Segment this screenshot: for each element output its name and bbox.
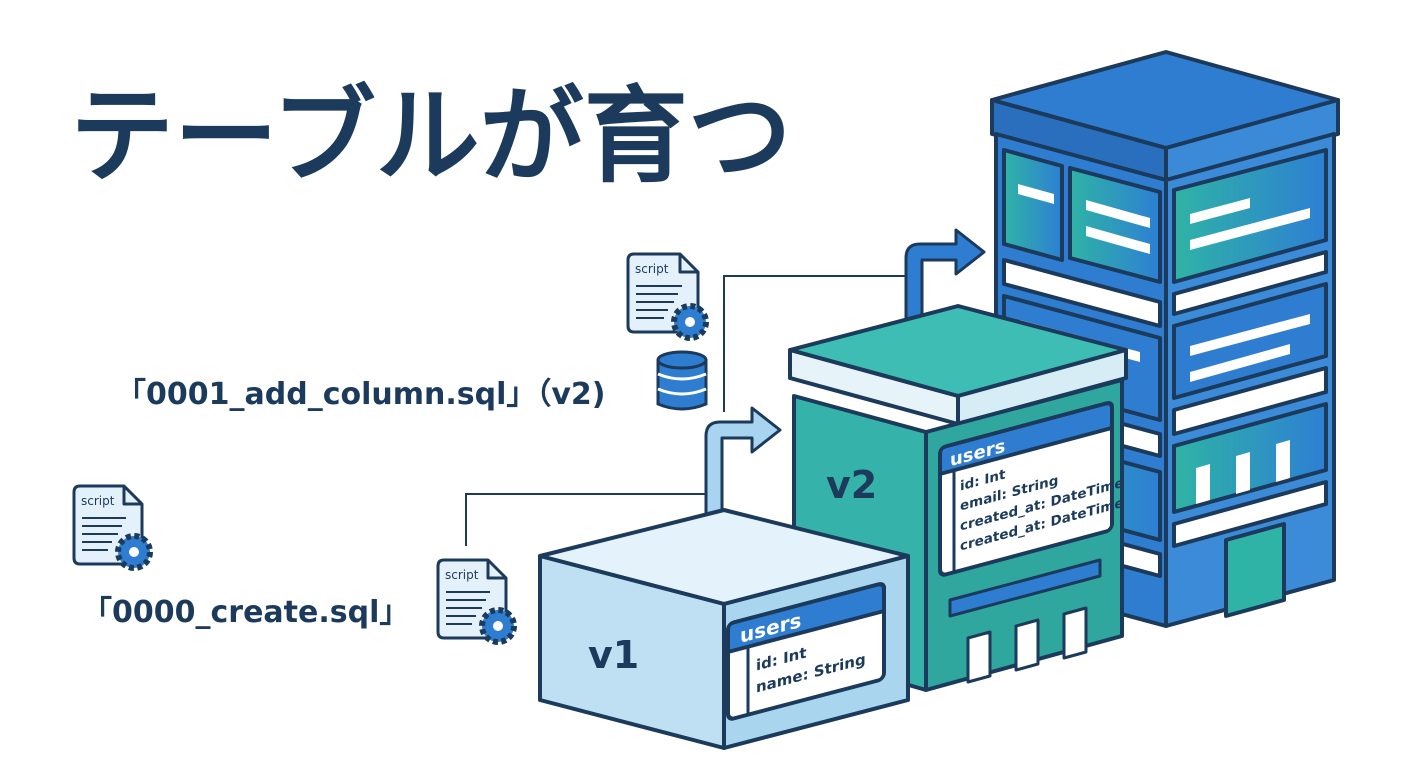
migration-connectors (465, 275, 910, 546)
database-icon (656, 350, 708, 411)
script-icon-label: script (81, 494, 115, 508)
script-file-icon-create: script (436, 558, 517, 645)
v1-label: v1 (588, 633, 639, 677)
arrow-to-v2-icon (704, 406, 782, 518)
v2-windows (948, 558, 1102, 684)
v2-label: v2 (826, 463, 877, 507)
script-icon-label: script (445, 568, 479, 582)
add-column-script-label: 「0001_add_column.sql」（v2) (116, 377, 606, 412)
v2-users-table: users id: Int email: String created_at: … (938, 401, 1124, 577)
page-title: テーブルが育つ (70, 75, 792, 197)
create-script-label: 「0000_create.sql」 (82, 595, 409, 630)
script-icon-label: script (635, 262, 669, 276)
arrow-to-tower-icon (904, 228, 986, 328)
v1-users-table: users id: Int name: String (726, 582, 886, 721)
script-file-icon-create-left: script (72, 484, 153, 571)
script-file-icon-v2: script (626, 252, 709, 341)
